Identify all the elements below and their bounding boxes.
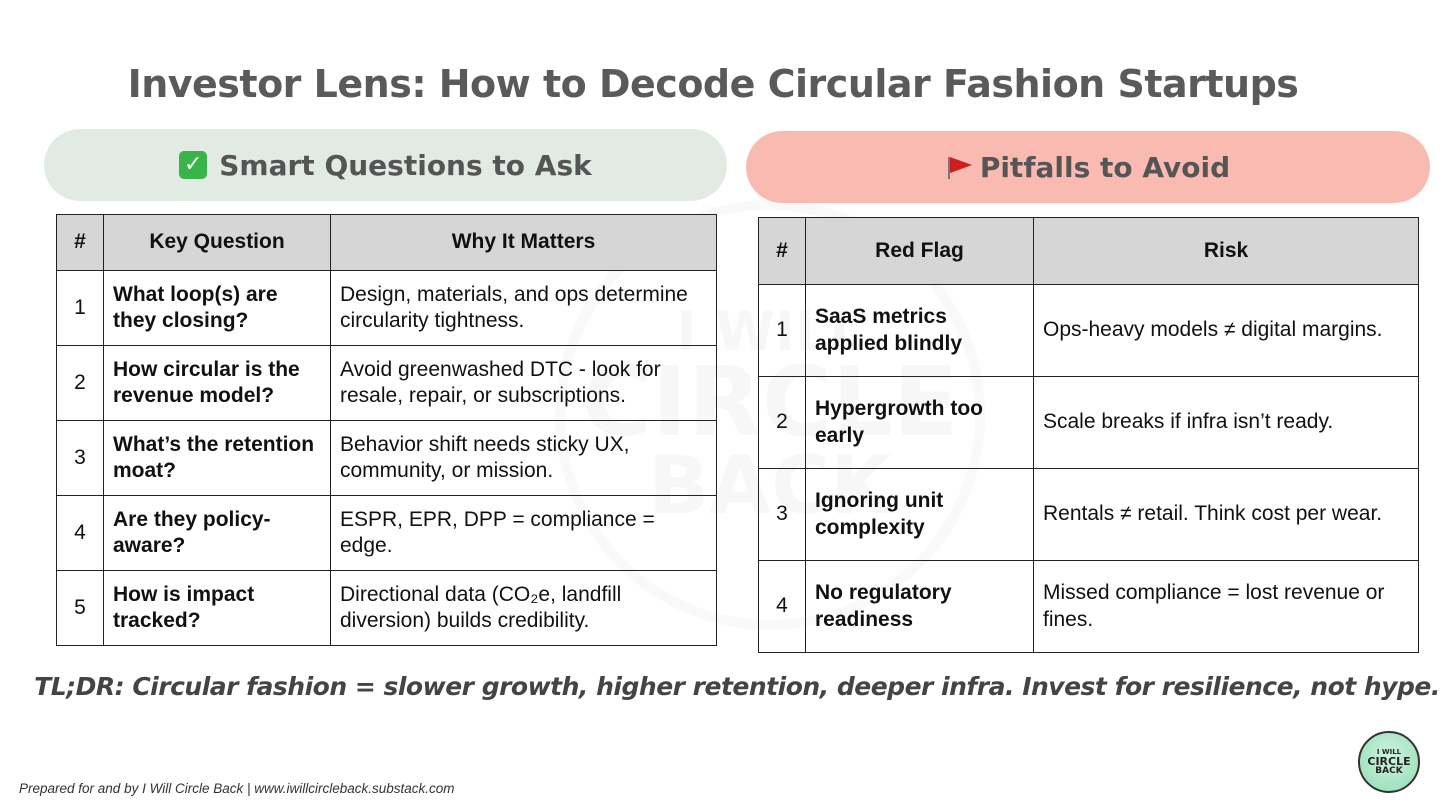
logo-line-3: BACK [1375, 765, 1403, 776]
why-it-matters: ESPR, EPR, DPP = compliance = edge. [330, 495, 717, 571]
why-it-matters: Directional data (CO₂e, landfill diversi… [330, 570, 717, 646]
row-number: 5 [56, 570, 104, 646]
why-it-matters: Behavior shift needs sticky UX, communit… [330, 420, 717, 496]
column-header-key-question: Key Question [103, 214, 331, 271]
table-row: 3 Ignoring unit complexity Rentals ≠ ret… [758, 468, 1419, 561]
questions-table: # Key Question Why It Matters 1 What loo… [56, 214, 717, 646]
check-mark-icon: ✓ [179, 151, 208, 179]
right-section-heading: Pitfalls to Avoid [746, 131, 1430, 203]
risk: Scale breaks if infra isn’t ready. [1033, 376, 1419, 469]
column-header-number: # [56, 214, 104, 271]
logo-line-2: CIRCLE [1367, 754, 1411, 768]
table-row: 3 What’s the retention moat? Behavior sh… [56, 420, 717, 496]
red-flag-icon [946, 154, 972, 180]
red-flag: No regulatory readiness [805, 560, 1034, 653]
key-question: How circular is the revenue model? [103, 345, 331, 421]
row-number: 4 [56, 495, 104, 571]
footer-credit: Prepared for and by I Will Circle Back |… [19, 781, 455, 796]
row-number: 1 [758, 284, 806, 377]
table-header-row: # Key Question Why It Matters [56, 214, 717, 271]
key-question: What’s the retention moat? [103, 420, 331, 496]
logo-line-1: I WILL [1376, 747, 1402, 756]
brand-logo: I WILL CIRCLE BACK [1358, 731, 1420, 793]
key-question: What loop(s) are they closing? [103, 270, 331, 346]
column-header-number: # [758, 217, 806, 285]
table-header-row: # Red Flag Risk [758, 217, 1419, 285]
tldr-summary: TL;DR: Circular fashion = slower growth,… [34, 672, 1440, 701]
table-row: 4 Are they policy-aware? ESPR, EPR, DPP … [56, 495, 717, 571]
red-flag: SaaS metrics applied blindly [805, 284, 1034, 377]
row-number: 3 [56, 420, 104, 496]
page-title: Investor Lens: How to Decode Circular Fa… [127, 62, 1299, 106]
column-header-red-flag: Red Flag [805, 217, 1034, 285]
column-header-risk: Risk [1033, 217, 1419, 285]
table-row: 5 How is impact tracked? Directional dat… [56, 570, 717, 646]
row-number: 3 [758, 468, 806, 561]
table-row: 1 What loop(s) are they closing? Design,… [56, 270, 717, 346]
key-question: Are they policy-aware? [103, 495, 331, 571]
pitfalls-table: # Red Flag Risk 1 SaaS metrics applied b… [758, 217, 1419, 653]
key-question: How is impact tracked? [103, 570, 331, 646]
why-it-matters: Avoid greenwashed DTC - look for resale,… [330, 345, 717, 421]
left-section-heading-text: Smart Questions to Ask [219, 148, 592, 182]
table-row: 2 How circular is the revenue model? Avo… [56, 345, 717, 421]
risk: Ops-heavy models ≠ digital margins. [1033, 284, 1419, 377]
table-row: 4 No regulatory readiness Missed complia… [758, 560, 1419, 653]
why-it-matters: Design, materials, and ops determine cir… [330, 270, 717, 346]
row-number: 2 [56, 345, 104, 421]
risk: Rentals ≠ retail. Think cost per wear. [1033, 468, 1419, 561]
left-section-heading: ✓ Smart Questions to Ask [44, 129, 727, 201]
row-number: 2 [758, 376, 806, 469]
row-number: 1 [56, 270, 104, 346]
risk: Missed compliance = lost revenue or fine… [1033, 560, 1419, 653]
red-flag: Hypergrowth too early [805, 376, 1034, 469]
table-row: 1 SaaS metrics applied blindly Ops-heavy… [758, 284, 1419, 377]
row-number: 4 [758, 560, 806, 653]
red-flag: Ignoring unit complexity [805, 468, 1034, 561]
table-row: 2 Hypergrowth too early Scale breaks if … [758, 376, 1419, 469]
right-section-heading-text: Pitfalls to Avoid [979, 150, 1231, 184]
column-header-why-it-matters: Why It Matters [330, 214, 717, 271]
